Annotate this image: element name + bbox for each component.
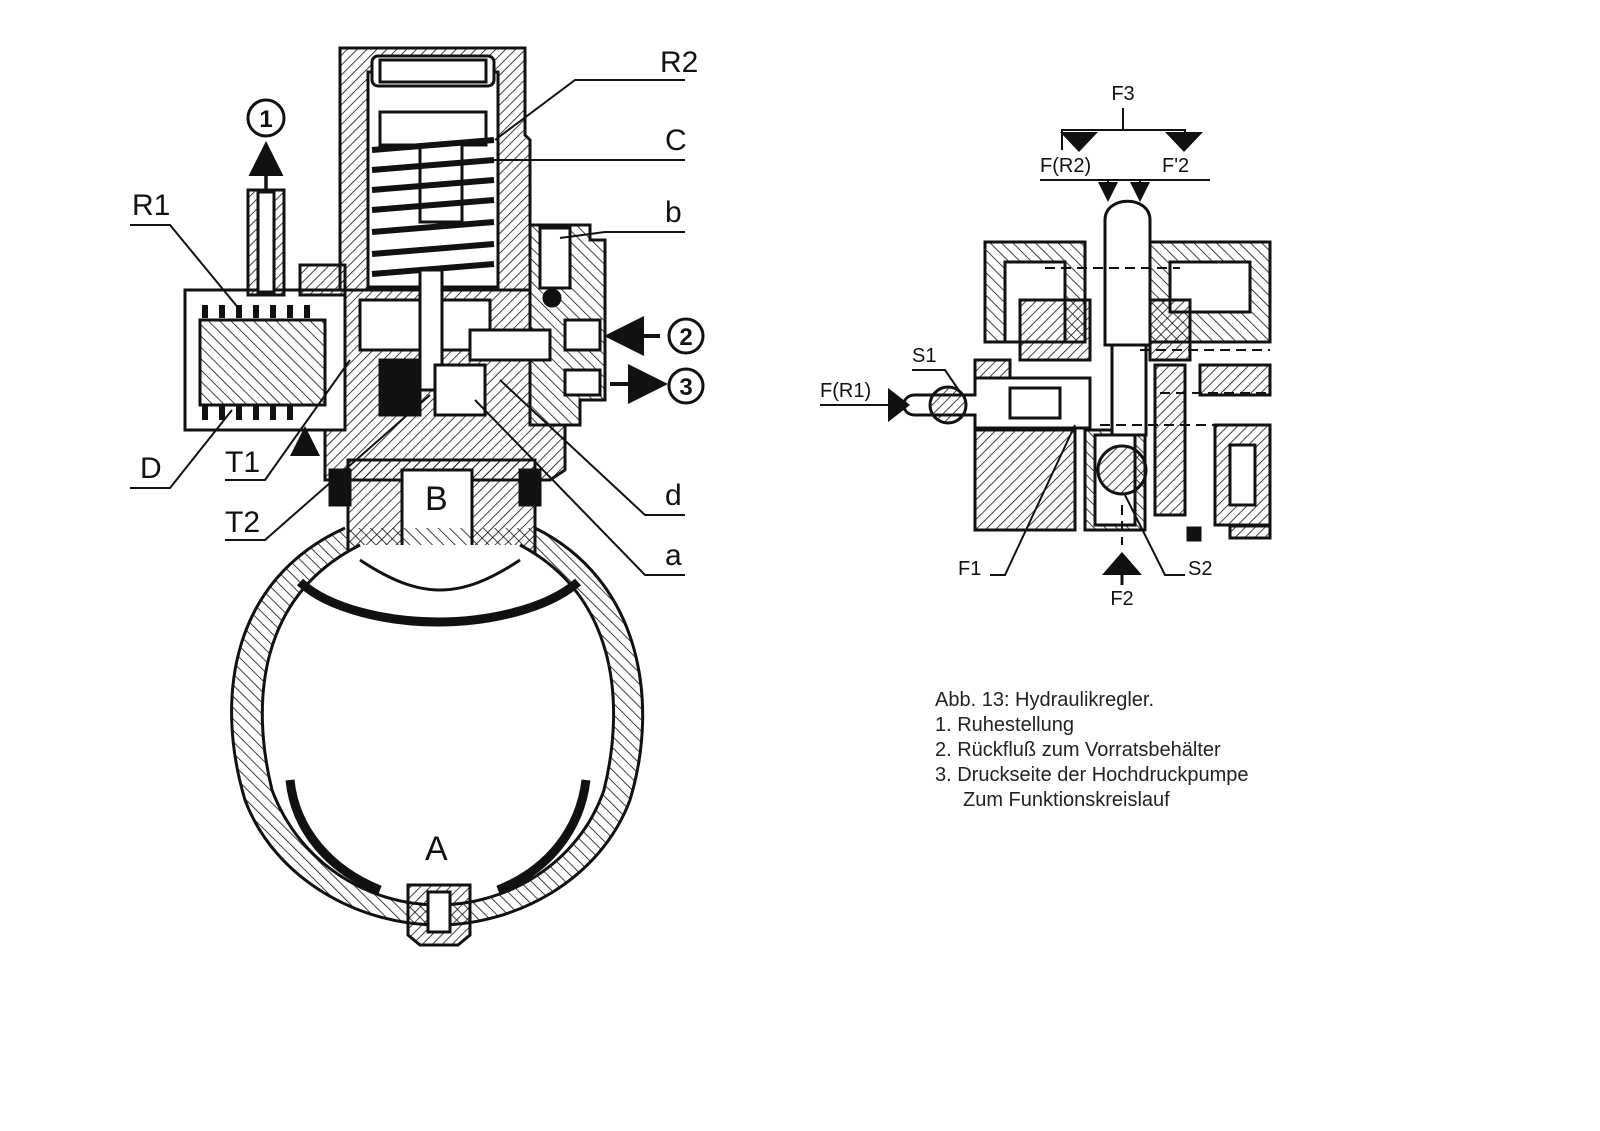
label-d-upper: D [140,452,162,485]
callout-2: 2 [667,317,705,355]
label-f3: F3 [1111,83,1134,105]
caption-item-2: 2. Rückfluß zum Vorratsbehälter [935,739,1221,761]
figure-caption: Abb. 13: Hydraulikregler. 1. Ruhestellun… [935,688,1248,813]
top-piston [1103,199,1152,347]
svg-text:3: 3 [679,374,692,401]
label-b-chamber: B [425,480,448,518]
label-s1: S1 [912,345,936,367]
callout-1: 1 [246,98,286,138]
label-r1: R1 [132,189,170,222]
cap-plug [370,54,496,88]
label-f2: F2 [1110,588,1133,610]
label-s2: S2 [1188,558,1212,580]
label-t2: T2 [225,506,260,539]
membrane [296,578,581,627]
label-r2: R2 [660,46,698,79]
label-b-small: b [665,196,682,229]
svg-text:1: 1 [259,106,272,133]
force-diagram [820,108,1272,585]
label-t1: T1 [225,446,260,479]
label-f-r1: F(R1) [820,380,871,402]
label-a-small: a [665,539,682,572]
caption-title: Abb. 13: Hydraulikregler. [935,689,1155,711]
svg-text:2: 2 [679,324,692,351]
label-f2-prime: F'2 [1162,155,1189,177]
caption-item-3: 3. Druckseite der Hochdruckpumpe [935,764,1249,786]
spring-d [202,305,310,420]
ball-s2 [1096,444,1148,496]
label-d-lower: d [665,479,682,512]
label-a-sphere: A [425,830,448,868]
label-f-r2: F(R2) [1040,155,1091,177]
regulator-cross-section [130,46,685,947]
leader-lines [130,79,685,576]
callout-3: 3 [667,367,705,405]
label-f1: F1 [958,558,981,580]
caption-item-1: 1. Ruhestellung [935,714,1074,736]
label-c: C [665,124,687,157]
caption-item-4: Zum Funktionskreislauf [963,789,1170,811]
